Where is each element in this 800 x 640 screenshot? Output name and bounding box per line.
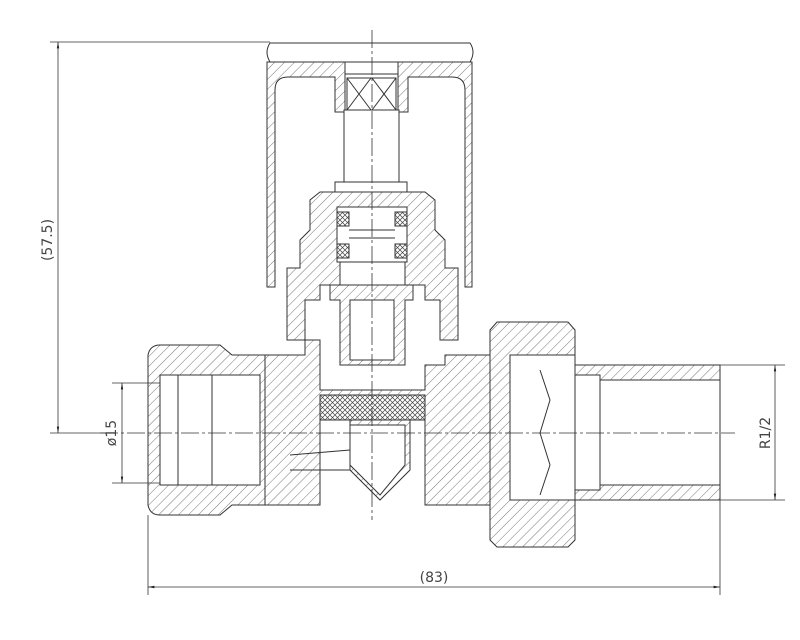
centerlines xyxy=(100,30,735,520)
dimension-height: (57.5) xyxy=(40,41,270,434)
length-dimension-label: (83) xyxy=(420,570,449,586)
dimension-thread: R1/2 xyxy=(720,364,785,501)
spindle xyxy=(334,109,408,193)
height-dimension-label: (57.5) xyxy=(40,219,56,261)
diameter-dimension-label: ø15 xyxy=(104,420,120,446)
dimension-length: (83) xyxy=(147,500,721,595)
thread-dimension-label: R1/2 xyxy=(758,417,774,449)
square-socket xyxy=(346,77,397,111)
handle xyxy=(266,42,474,288)
dimension-diameter: ø15 xyxy=(104,382,160,484)
union-nut xyxy=(489,321,576,548)
inlet-nut xyxy=(147,344,266,516)
tailpiece xyxy=(574,364,721,501)
valve-body xyxy=(264,339,491,506)
bonnet xyxy=(286,191,459,366)
